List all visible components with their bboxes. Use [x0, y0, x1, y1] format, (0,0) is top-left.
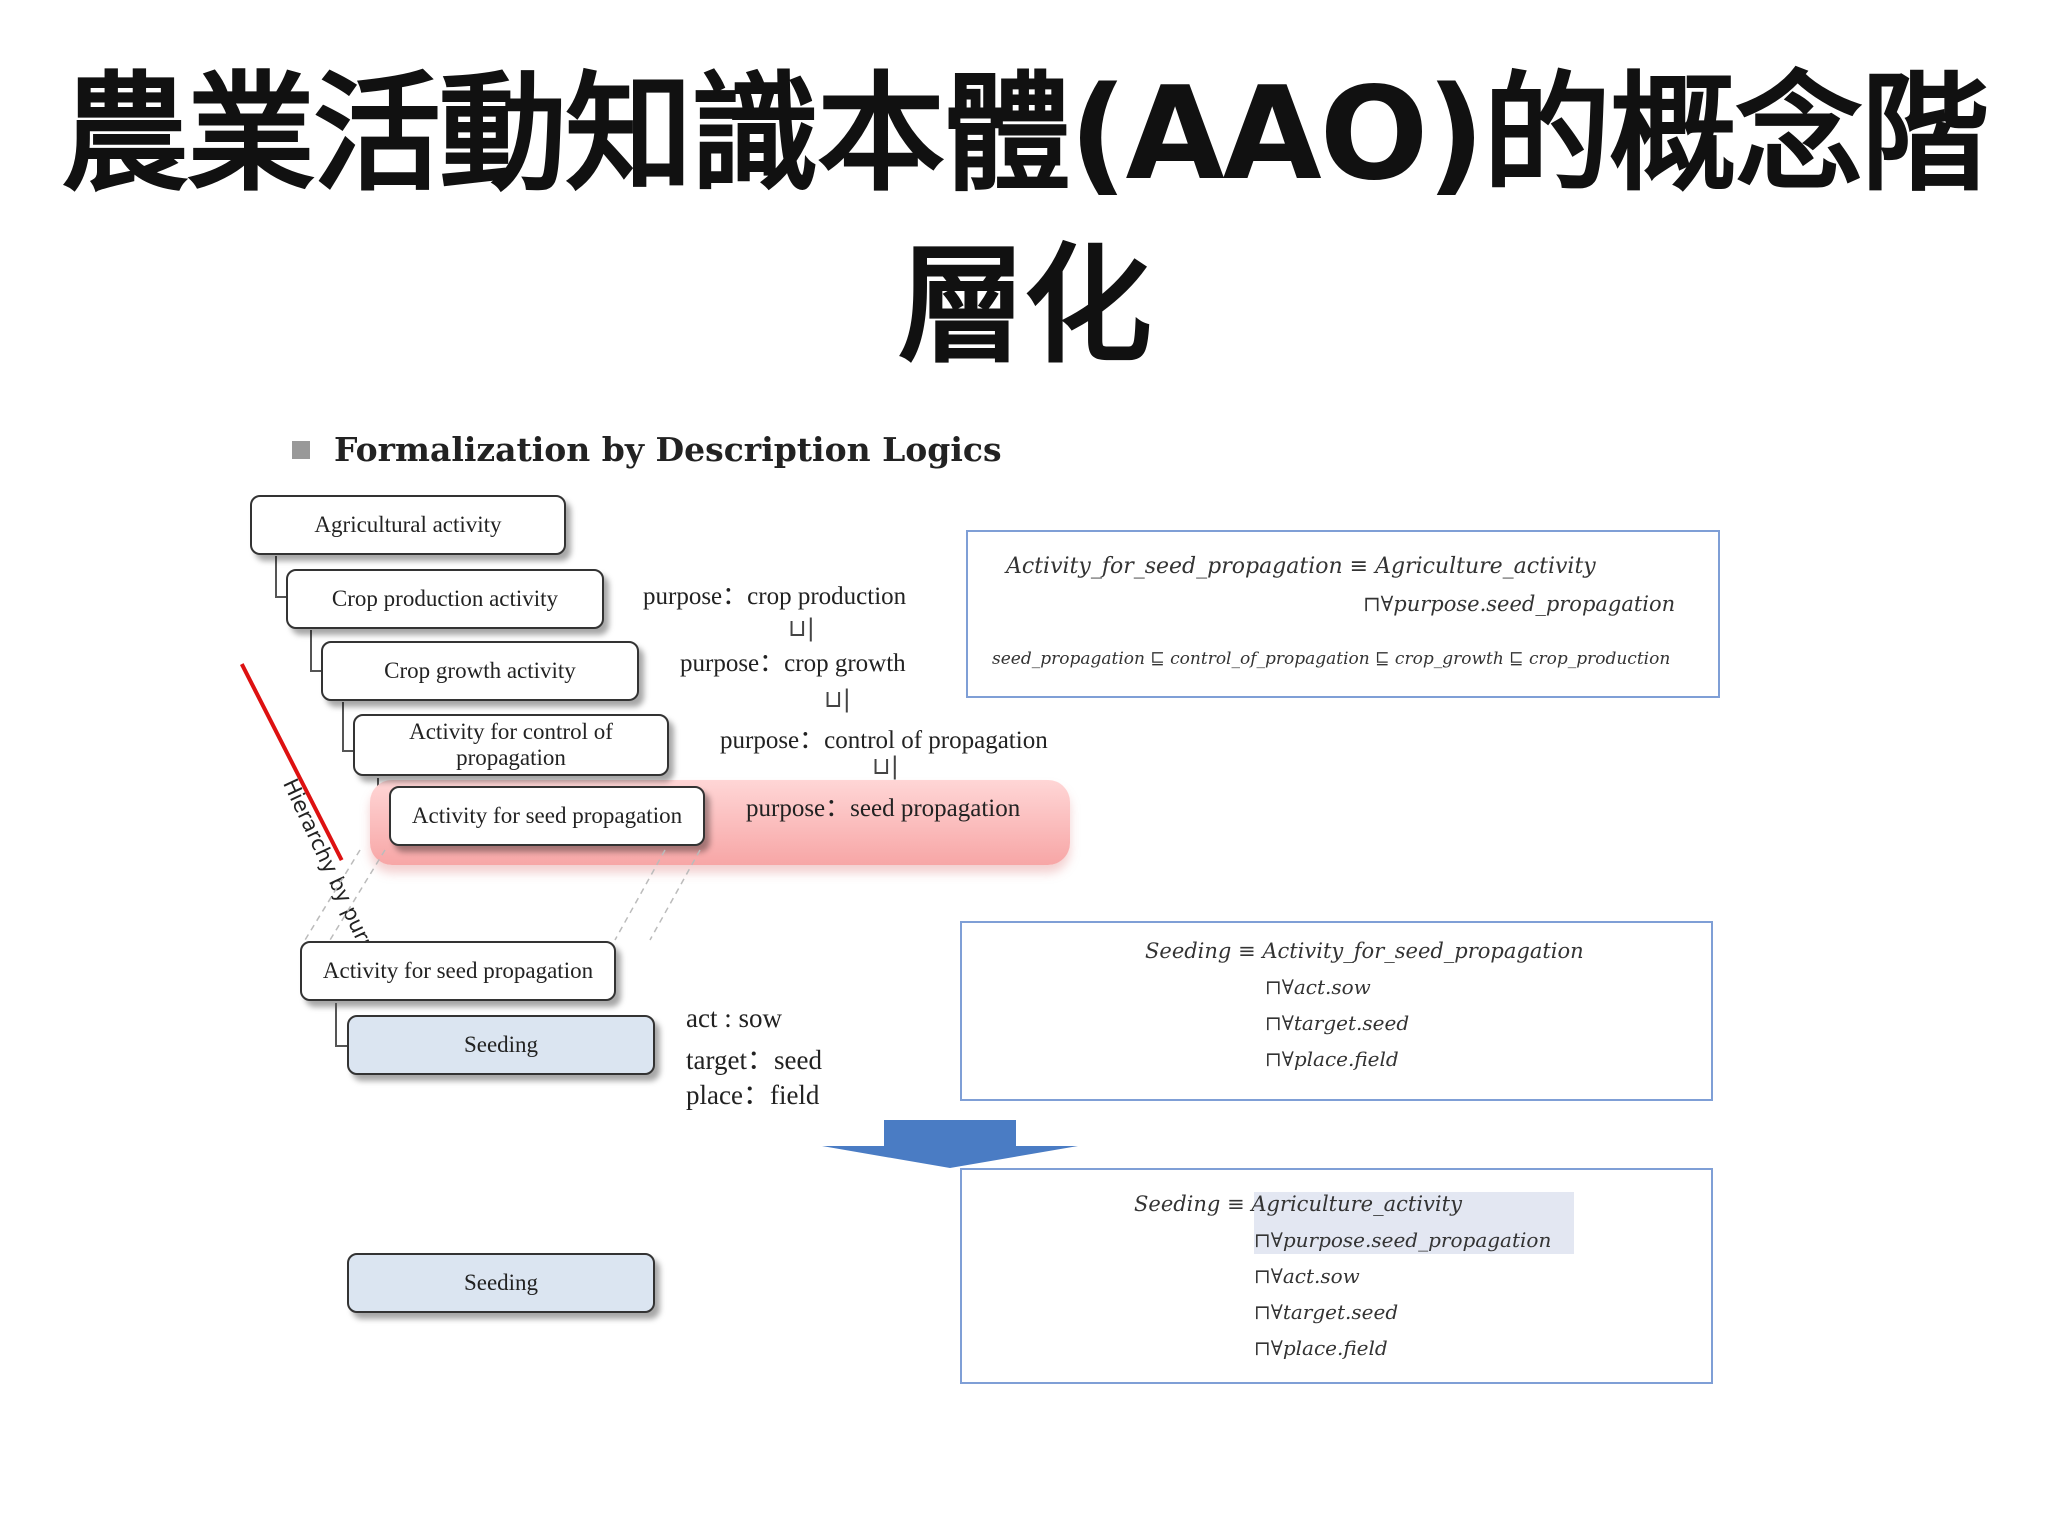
square-bullet-icon — [292, 440, 310, 459]
purpose-crop-production: purpose：crop production — [643, 583, 907, 610]
tree-connector — [335, 1003, 349, 1047]
section-heading: Formalization by Description Logics — [292, 430, 1002, 469]
tree-connector — [342, 702, 356, 752]
formula-line: ⊓∀purpose.seed_propagation — [1363, 592, 1676, 616]
formula-line: ⊓∀purpose.seed_propagation — [1254, 1228, 1552, 1252]
attr-act: act : sow — [686, 1003, 782, 1033]
purpose-seed-propagation: purpose：seed propagation — [746, 795, 1021, 822]
purpose-control-of-propagation: purpose：control of propagation — [720, 727, 1048, 754]
formula-line: ⊓∀target.seed — [1254, 1300, 1399, 1324]
formula-line: ⊓∀target.seed — [1265, 1011, 1410, 1035]
formula-line: ⊓∀place.field — [1265, 1047, 1399, 1071]
node-seeding: Seeding — [347, 1015, 655, 1075]
formula-box-1: Activity_for_seed_propagation ≡ Agricult… — [966, 530, 1720, 698]
formula-line: Seeding ≡ Activity_for_seed_propagation — [1145, 939, 1584, 963]
formula-box-2: Seeding ≡ Activity_for_seed_propagation … — [960, 921, 1713, 1101]
node-seeding-bottom: Seeding — [347, 1253, 655, 1313]
subsumption-symbol: ⊔| — [872, 752, 899, 780]
down-arrow-icon — [822, 1120, 1078, 1168]
purpose-crop-growth: purpose：crop growth — [680, 650, 906, 677]
formula-line: Activity_for_seed_propagation ≡ Agricult… — [1006, 554, 1596, 579]
subsumption-symbol: ⊔| — [788, 614, 815, 642]
node-seed-propagation: Activity for seed propagation — [389, 786, 705, 846]
subsumption-symbol: ⊔| — [824, 685, 851, 713]
formula-highlight — [1254, 1192, 1574, 1254]
tree-connector — [275, 556, 289, 598]
node-crop-production-activity: Crop production activity — [286, 569, 604, 629]
formula-line: Seeding ≡ Agriculture_activity — [1134, 1192, 1462, 1216]
formula-box-3: Seeding ≡ Agriculture_activity ⊓∀purpose… — [960, 1168, 1713, 1384]
attr-target: target：seed — [686, 1045, 822, 1075]
attr-place: place：field — [686, 1080, 820, 1110]
node-crop-growth-activity: Crop growth activity — [321, 641, 639, 701]
node-agricultural-activity: Agricultural activity — [250, 495, 566, 555]
formula-line: seed_propagation ⊑ control_of_propagatio… — [992, 649, 1671, 669]
node-control-of-propagation: Activity for control of propagation — [353, 714, 669, 776]
page-title-line1: 農業活動知識本體(AAO)的概念階 — [61, 60, 1989, 209]
formula-line: ⊓∀act.sow — [1254, 1264, 1360, 1288]
formula-line: ⊓∀place.field — [1254, 1336, 1388, 1360]
formula-line: ⊓∀act.sow — [1265, 975, 1371, 999]
tree-connector — [310, 630, 324, 672]
node-seed-propagation-parent: Activity for seed propagation — [300, 941, 616, 1001]
page-title-line2: 層化 — [897, 232, 1152, 381]
section-heading-text: Formalization by Description Logics — [334, 430, 1002, 469]
